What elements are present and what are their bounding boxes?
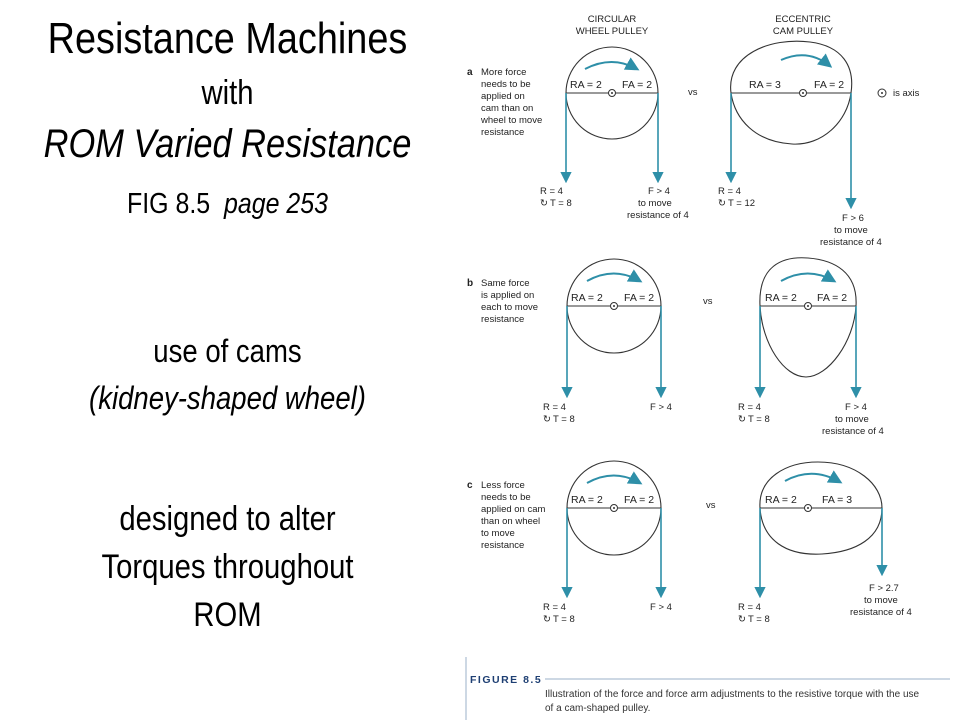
- panel-a-cam: [730, 40, 853, 145]
- panel-b-cam-t: T = 8: [748, 414, 770, 425]
- panel-b-wheel-torque-icon: ↻: [543, 414, 551, 425]
- panel-a-wheel-rotation-arrow: [584, 57, 640, 71]
- panel-c-wheel-f1: F > 4: [650, 602, 672, 613]
- panel-c-desc-4: than on wheel: [481, 516, 540, 527]
- slide-title: Resistance Machines: [47, 14, 408, 63]
- panel-b-cam-f1: F > 4: [845, 402, 867, 413]
- panel-a-cam-ra: RA = 3: [749, 79, 781, 91]
- panel-c-vs: vs: [706, 500, 716, 511]
- panel-c-wheel-r: R = 4: [543, 602, 566, 613]
- figure-label: FIGURE 8.5: [470, 674, 542, 686]
- panel-b: b Same force is applied on each to move …: [467, 257, 884, 437]
- panel-c-desc-5: to move: [481, 528, 515, 539]
- panel-a-cam-f2: to move: [834, 225, 868, 236]
- panel-a-cam-t: T = 12: [728, 198, 755, 209]
- alter-line-2: Torques throughout: [101, 548, 354, 586]
- panel-a-wheel-t: T = 8: [550, 198, 572, 209]
- panel-a-desc-3: applied on: [481, 91, 525, 102]
- header-eccentric-2: CAM PULLEY: [773, 26, 834, 37]
- panel-a-letter: a: [467, 67, 473, 78]
- panel-c-cam-torque-icon: ↻: [738, 614, 746, 625]
- panel-c-wheel-torque-icon: ↻: [543, 614, 551, 625]
- header-circular-1: CIRCULAR: [588, 14, 637, 25]
- left-text-panel: Resistance Machines with ROM Varied Resi…: [0, 0, 455, 720]
- panel-a-cam-f1: F > 6: [842, 213, 864, 224]
- figure-caption-2: of a cam-shaped pulley.: [545, 703, 650, 714]
- panel-b-cam-f3: resistance of 4: [822, 426, 884, 437]
- panel-c-cam-fa: FA = 3: [822, 494, 852, 506]
- alter-line-1: designed to alter: [119, 500, 336, 538]
- fig-ref-text: FIG 8.5: [126, 188, 211, 220]
- panel-c-wheel-ra: RA = 2: [571, 494, 603, 506]
- panel-a-cam-r: R = 4: [718, 186, 741, 197]
- panel-c-cam-f1: F > 2.7: [869, 583, 899, 594]
- panel-c-desc-2: needs to be: [481, 492, 531, 503]
- panel-a-desc-4: cam than on: [481, 103, 533, 114]
- panel-c-cam-r: R = 4: [738, 602, 761, 613]
- panel-b-desc-3: each to move: [481, 302, 538, 313]
- header-circular-2: WHEEL PULLEY: [576, 26, 649, 37]
- panel-a-cam-fa: FA = 2: [814, 79, 844, 91]
- slide-with: with: [201, 74, 254, 112]
- panel-c-cam-f2: to move: [864, 595, 898, 606]
- cams-line-2: (kidney-shaped wheel): [89, 380, 366, 416]
- panel-c-wheel-rotation-arrow: [586, 471, 643, 485]
- panel-b-letter: b: [467, 278, 473, 289]
- alter-line-3: ROM: [193, 596, 262, 634]
- panel-a-wheel-f1: F > 4: [648, 186, 670, 197]
- panel-c-desc-1: Less force: [481, 480, 525, 491]
- panel-a-desc-2: needs to be: [481, 79, 531, 90]
- panel-a-desc-6: resistance: [481, 127, 524, 138]
- panel-b-cam: [759, 257, 857, 378]
- axis-legend-text: is axis: [893, 88, 920, 99]
- panel-b-wheel-f1: F > 4: [650, 402, 672, 413]
- panel-c-cam-f3: resistance of 4: [850, 607, 912, 618]
- panel-b-desc-1: Same force: [481, 278, 530, 289]
- panel-b-wheel-r: R = 4: [543, 402, 566, 413]
- panel-a-wheel-torque-icon: ↻: [540, 198, 548, 209]
- panel-b-cam-r: R = 4: [738, 402, 761, 413]
- header-eccentric-1: ECCENTRIC: [775, 14, 831, 25]
- panel-a-cam-rotation-arrow: [780, 53, 833, 68]
- panel-c-cam-t: T = 8: [748, 614, 770, 625]
- panel-b-cam-f2: to move: [835, 414, 869, 425]
- panel-c-wheel-t: T = 8: [553, 614, 575, 625]
- panel-b-vs: vs: [703, 296, 713, 307]
- panel-c-letter: c: [467, 480, 473, 491]
- panel-c-desc-3: applied on cam: [481, 504, 546, 515]
- panel-b-desc-4: resistance: [481, 314, 524, 325]
- panel-a-cam-f3: resistance of 4: [820, 237, 882, 248]
- panel-a: a More force needs to be applied on cam …: [467, 40, 920, 248]
- panel-b-cam-ra: RA = 2: [765, 292, 797, 304]
- panel-a-desc-1: More force: [481, 67, 526, 78]
- panel-c: c Less force needs to be applied on cam …: [467, 460, 912, 625]
- panel-a-wheel-f2: to move: [638, 198, 672, 209]
- figure-reference: FIG 8.5 page 253: [32, 188, 423, 221]
- panel-a-wheel-fa: FA = 2: [622, 79, 652, 91]
- panel-b-wheel-fa: FA = 2: [624, 292, 654, 304]
- panel-b-desc-2: is applied on: [481, 290, 534, 301]
- panel-a-desc-5: wheel to move: [480, 115, 542, 126]
- panel-b-wheel-rotation-arrow: [586, 269, 643, 283]
- panel-a-wheel-ra: RA = 2: [570, 79, 602, 91]
- panel-a-cam-torque-icon: ↻: [718, 198, 726, 209]
- figure-caption-1: Illustration of the force and force arm …: [545, 689, 920, 700]
- panel-a-wheel-r: R = 4: [540, 186, 563, 197]
- panel-b-wheel-t: T = 8: [553, 414, 575, 425]
- panel-c-cam-rotation-arrow: [784, 470, 843, 484]
- pulley-figure: CIRCULAR WHEEL PULLEY ECCENTRIC CAM PULL…: [465, 14, 950, 720]
- panel-b-cam-fa: FA = 2: [817, 292, 847, 304]
- panel-b-wheel-ra: RA = 2: [571, 292, 603, 304]
- panel-c-desc-6: resistance: [481, 540, 524, 551]
- slide-subtitle: ROM Varied Resistance: [43, 122, 412, 166]
- cams-line-1: use of cams: [153, 333, 302, 369]
- panel-b-cam-rotation-arrow: [780, 269, 837, 283]
- page-ref-text: page 253: [223, 188, 329, 220]
- panel-c-wheel-fa: FA = 2: [624, 494, 654, 506]
- panel-c-cam-ra: RA = 2: [765, 494, 797, 506]
- panel-a-wheel-f3: resistance of 4: [627, 210, 689, 221]
- panel-b-cam-torque-icon: ↻: [738, 414, 746, 425]
- panel-a-vs: vs: [688, 87, 698, 98]
